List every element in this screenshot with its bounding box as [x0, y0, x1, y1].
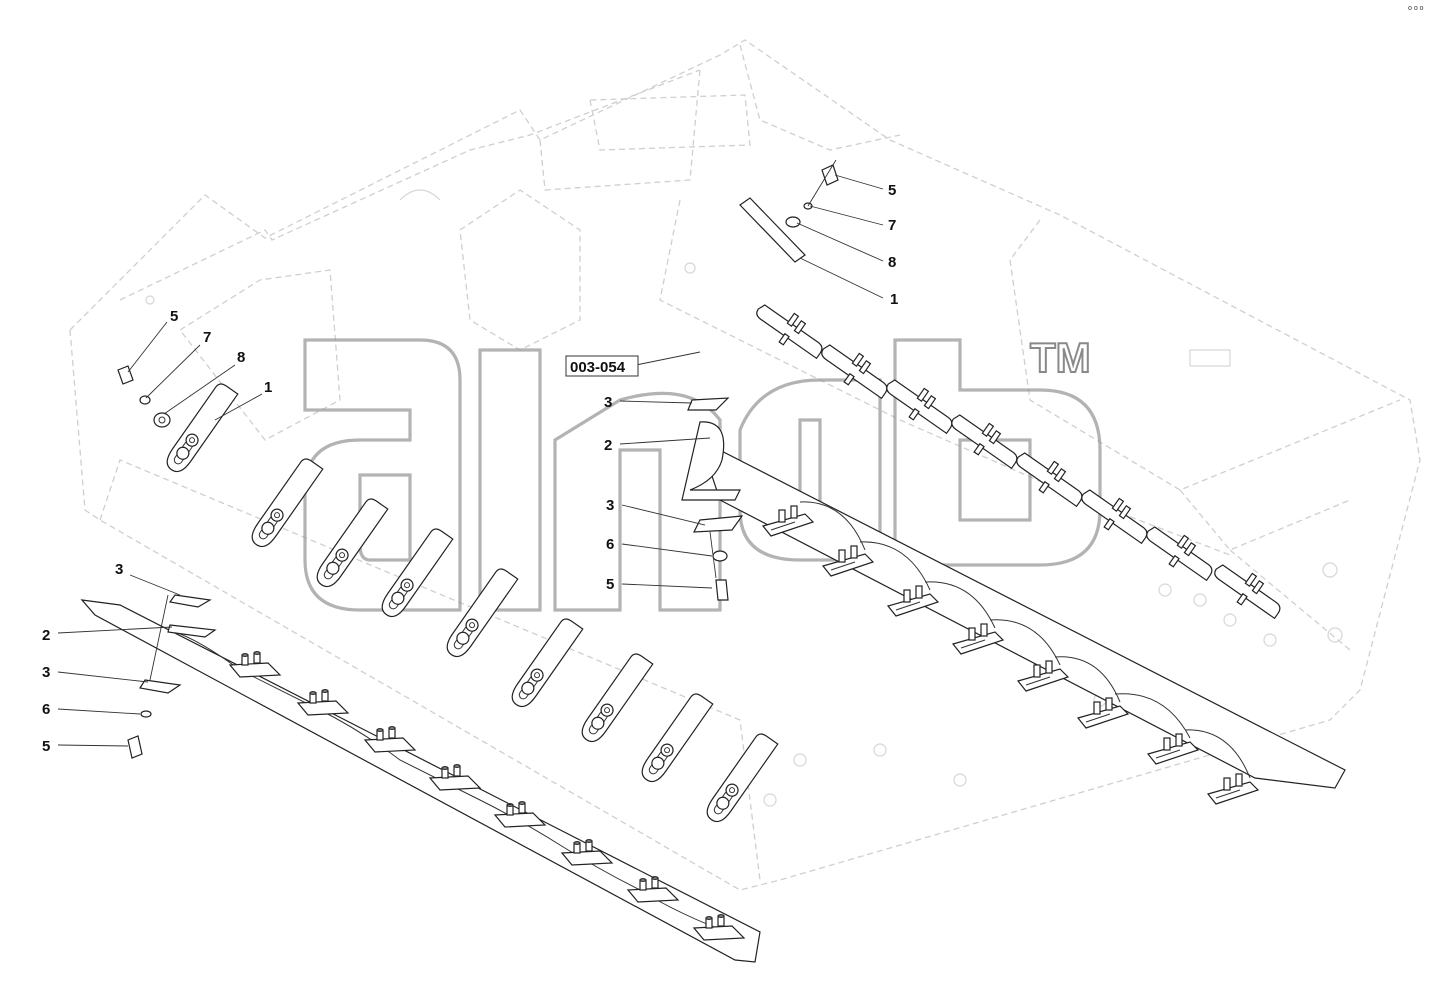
callout-3: 3 [42, 664, 50, 681]
callout-6: 6 [606, 536, 614, 553]
callouts-right: 5 7 8 1 [888, 182, 898, 308]
shim-plate [681, 421, 741, 501]
callout-5: 5 [606, 576, 614, 593]
leader-lines [57, 159, 884, 747]
washer-icon [153, 412, 171, 428]
left-knife-bar [80, 599, 761, 963]
guard-finger [706, 733, 779, 823]
callout-3: 3 [115, 561, 123, 578]
bolt-icon [127, 735, 143, 759]
callout-6: 6 [42, 701, 50, 718]
guard-finger [251, 458, 324, 548]
knife-section [296, 689, 350, 716]
knife-section [560, 839, 614, 866]
callout-3: 3 [604, 394, 612, 411]
callout-5: 5 [170, 308, 178, 325]
bolt-icon [821, 164, 839, 186]
guard-finger [1214, 564, 1281, 620]
clamp-plate-bottom [139, 679, 182, 694]
center-fasteners [681, 397, 744, 601]
reference-label: 003-054 [570, 359, 626, 376]
corner-mark: o o o [1408, 5, 1424, 12]
knife-section [1076, 697, 1130, 729]
callout-5: 5 [888, 182, 896, 199]
knife-section [1146, 733, 1200, 765]
knife-section [951, 623, 1005, 655]
callouts-left: 5 7 8 1 3 2 3 6 5 [42, 308, 272, 755]
right-guard-fingers [756, 304, 1281, 620]
trademark-symbol: TM [1030, 334, 1091, 381]
knife-section [228, 651, 282, 678]
knife-section [626, 876, 680, 903]
callouts-center: 3 2 3 6 5 [604, 394, 614, 593]
guard-finger [511, 618, 584, 708]
knife-section [428, 764, 482, 791]
guard-finger [1016, 452, 1083, 508]
nut-icon [140, 710, 152, 718]
guard-finger [166, 383, 239, 473]
right-top-fasteners [739, 164, 839, 263]
left-guard-fingers [166, 383, 779, 823]
knife-section [1206, 773, 1260, 805]
callout-2: 2 [604, 437, 612, 454]
bolt-icon [715, 579, 729, 601]
guard-finger [1081, 489, 1148, 545]
callout-2: 2 [42, 627, 50, 644]
guard-finger [756, 304, 823, 360]
knife-section [886, 585, 940, 617]
knife-section [363, 726, 417, 753]
clamp-plate-bottom [693, 515, 744, 533]
shim-plate [167, 624, 217, 638]
guard-finger [1146, 526, 1213, 582]
knife-section [692, 914, 746, 941]
nut-icon [712, 550, 728, 562]
frame-ghost [69, 39, 1421, 891]
right-knife-sections [761, 501, 1260, 805]
callout-1: 1 [264, 379, 272, 396]
knife-section [761, 505, 815, 537]
callout-1: 1 [890, 291, 898, 308]
guard-finger [641, 693, 714, 783]
spring-washer-icon [139, 395, 151, 405]
guard-finger-top [739, 197, 806, 263]
reference-box: 003-054 [565, 355, 639, 377]
guard-finger [886, 379, 953, 435]
knife-section [493, 801, 547, 828]
knife-section [1016, 660, 1070, 692]
callout-3: 3 [606, 497, 614, 514]
callout-7: 7 [888, 217, 896, 234]
callout-8: 8 [888, 254, 896, 271]
guard-finger [821, 344, 888, 400]
left-knife-sections [228, 651, 746, 941]
washer-icon [785, 216, 801, 228]
callout-8: 8 [237, 349, 245, 366]
clamp-plate-top [687, 397, 730, 411]
guard-finger [446, 568, 519, 658]
clamp-plate-top [168, 594, 212, 608]
left-fasteners [117, 365, 217, 759]
callout-7: 7 [203, 329, 211, 346]
callout-5: 5 [42, 738, 50, 755]
right-knife-bar [698, 438, 1346, 789]
guard-finger [581, 653, 654, 743]
guard-finger [951, 414, 1018, 470]
guard-finger [381, 528, 454, 618]
knife-section [821, 545, 875, 577]
guard-finger [316, 498, 389, 588]
